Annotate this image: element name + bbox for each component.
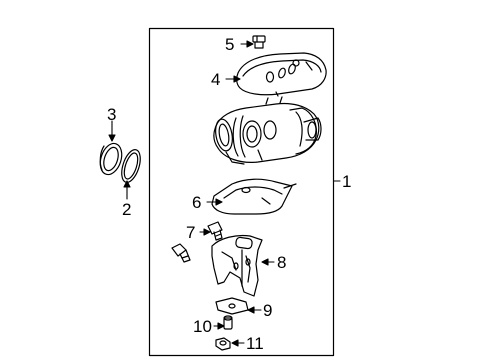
bolt-5	[252, 35, 266, 49]
gasket-ring-3	[99, 142, 123, 176]
callout-2: 2	[122, 200, 131, 219]
heat-shield-4	[236, 52, 327, 97]
callout-3: 3	[107, 105, 116, 124]
callout-9: 9	[263, 301, 272, 320]
bolt-7	[207, 221, 223, 241]
gasket-ring-2	[121, 149, 141, 183]
callout-1: 1	[342, 172, 351, 191]
callout-5: 5	[225, 35, 234, 54]
callout-6: 6	[192, 193, 201, 212]
callout-7: 7	[186, 223, 195, 242]
assembly-frame	[148, 27, 335, 357]
callout-8: 8	[277, 253, 286, 272]
stud-10	[223, 315, 233, 330]
bracket-8	[211, 234, 263, 297]
callout-10: 10	[193, 317, 212, 336]
nut-11	[215, 337, 231, 351]
callout-11: 11	[246, 334, 264, 353]
bolt-left	[171, 243, 191, 263]
callout-4: 4	[211, 70, 220, 89]
catalytic-converter-body	[213, 96, 322, 165]
leader-lines	[108, 40, 341, 347]
lower-shield-6	[211, 178, 297, 215]
plate-9	[215, 297, 249, 315]
